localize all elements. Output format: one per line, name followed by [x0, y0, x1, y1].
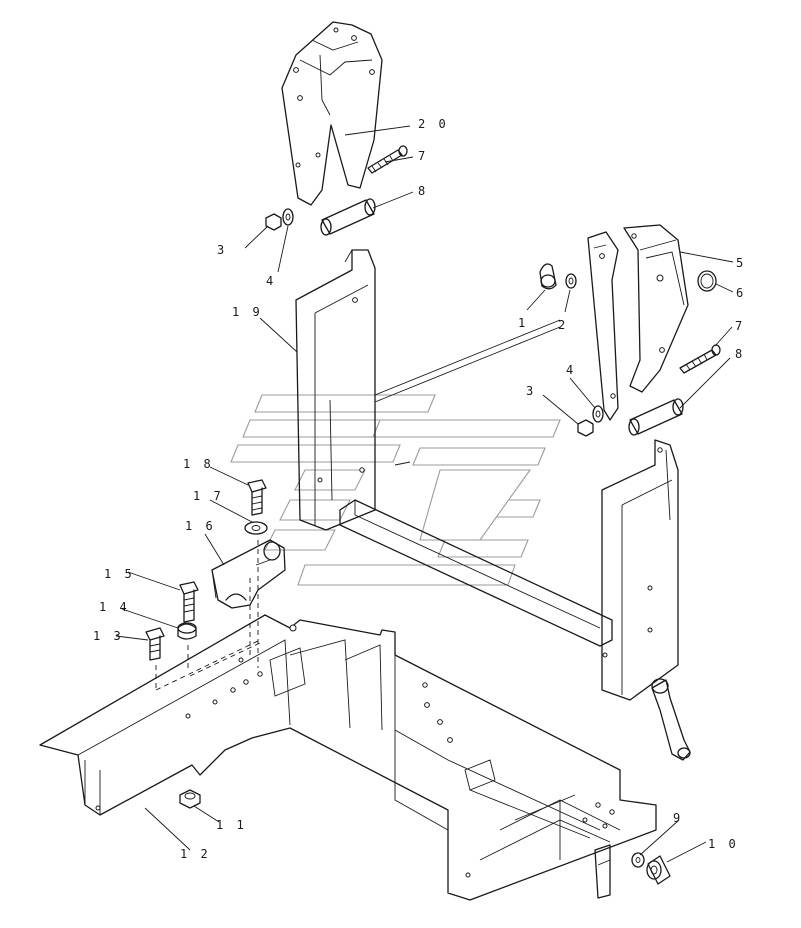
callout-16: 1 6 [185, 519, 216, 533]
callout-9: 9 [673, 811, 683, 825]
part-12-base-frame [39, 614, 657, 901]
swing-arm [651, 678, 691, 761]
callout-4-upper: 4 [266, 274, 276, 288]
part-2-washer [565, 273, 577, 289]
callout-13: 1 3 [93, 629, 124, 643]
part-1-knob [539, 263, 557, 290]
callout-7-lower: 7 [735, 319, 745, 333]
part-8-bushing-upper [320, 198, 376, 236]
callout-11: 1 1 [216, 818, 247, 832]
callout-3-upper: 3 [217, 243, 227, 257]
callout-4-lower: 4 [566, 363, 576, 377]
callout-10: 1 0 [708, 837, 739, 851]
right-upper-bracket [587, 231, 619, 421]
callout-18: 1 8 [183, 457, 214, 471]
callout-14: 1 4 [99, 600, 130, 614]
part-17-washer [244, 521, 268, 535]
callout-6: 6 [736, 286, 746, 300]
callout-20: 2 0 [418, 117, 449, 131]
callout-17: 1 7 [193, 489, 224, 503]
part-6-ring [697, 270, 717, 292]
part-7-spring-pin-lower [679, 344, 721, 374]
part-19-left-upright [295, 249, 376, 531]
callout-8-lower: 8 [735, 347, 745, 361]
callout-8-upper: 8 [418, 184, 428, 198]
part-4-washer-lower [592, 405, 604, 423]
part-13-bolt [145, 627, 165, 661]
part-18-bolt [247, 479, 267, 516]
part-9-washer [631, 852, 645, 868]
part-20-hinge-bracket [281, 21, 383, 206]
part-15-bolt [179, 581, 199, 623]
callout-12: 1 2 [180, 847, 211, 861]
watermark-logo [230, 394, 561, 586]
part-7-spring-pin-upper [367, 145, 408, 174]
callout-7-upper: 7 [418, 149, 428, 163]
callout-19: 1 9 [232, 305, 263, 319]
assembly-lines [155, 540, 263, 691]
callout-labels: 2 0 7 8 3 4 1 9 1 2 5 6 7 8 4 3 1 8 1 7 … [93, 117, 746, 861]
part-3-nut-lower [577, 419, 594, 437]
part-11-nut [179, 789, 201, 809]
part-14-washer [177, 622, 197, 640]
part-10-bushing [646, 855, 671, 885]
part-8-bushing-lower [628, 398, 684, 436]
part-5-latch-plate [623, 224, 689, 393]
callout-5: 5 [736, 256, 746, 270]
cross-member [339, 499, 613, 647]
right-upright [601, 439, 679, 701]
callout-2: 2 [558, 318, 568, 332]
leader-lines [115, 125, 734, 863]
callout-3-lower: 3 [526, 384, 536, 398]
callout-1: 1 [518, 316, 528, 330]
part-3-nut-upper [265, 213, 282, 231]
part-4-washer-upper [282, 208, 294, 226]
callout-15: 1 5 [104, 567, 135, 581]
diagonal-bar [374, 319, 561, 466]
